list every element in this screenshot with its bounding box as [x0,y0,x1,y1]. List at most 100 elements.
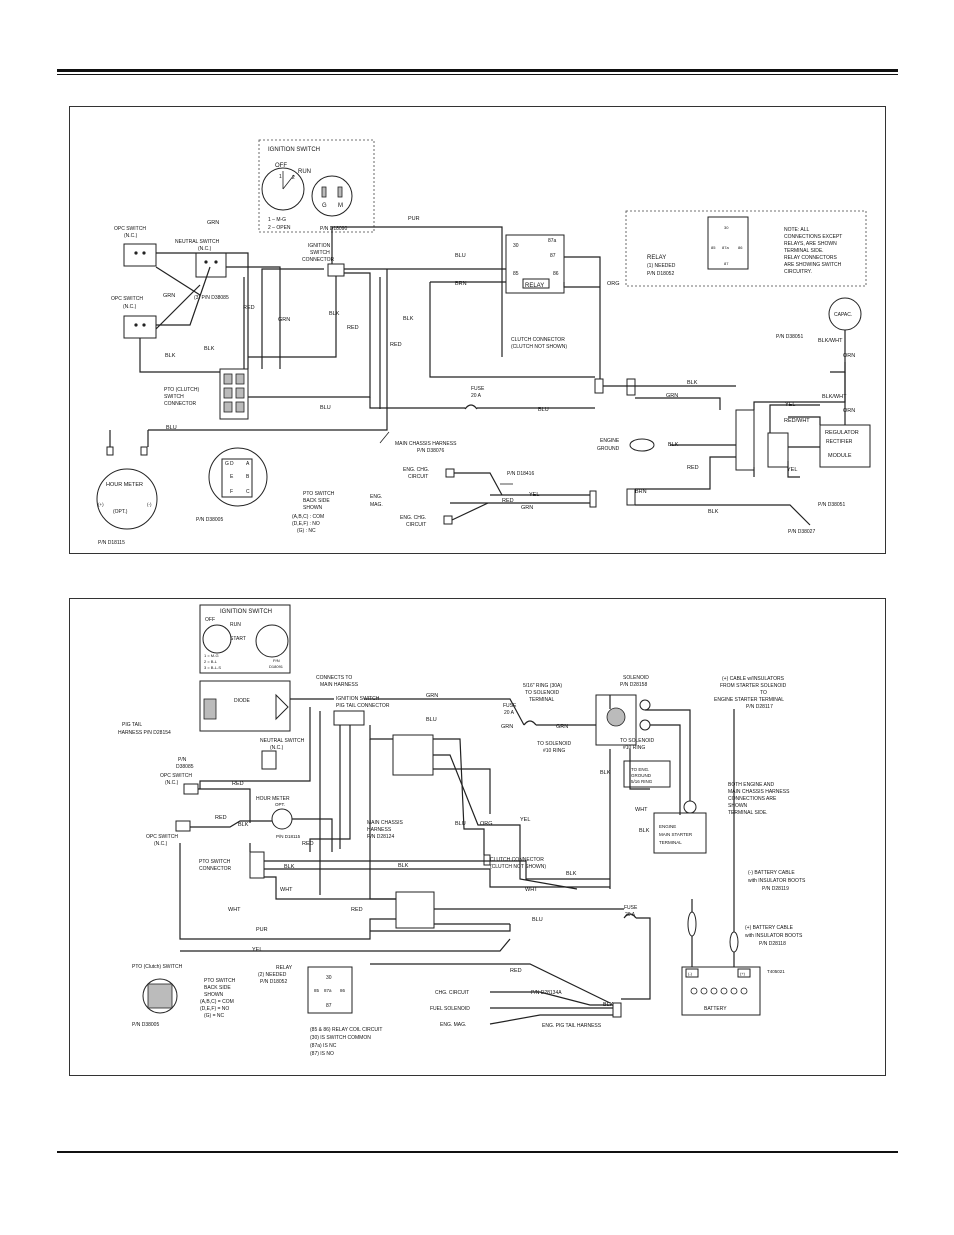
b-fuse2-l2: 20 A [625,912,636,918]
b-ign-title: IGNITION SWITCH [220,609,272,615]
relay-85: 85 [513,271,519,277]
b-ign-pn1: P/N [273,658,280,663]
svg-text:RED: RED [302,841,314,847]
clutch-connector [594,378,604,394]
svg-text:(85 & 86) RELAY COIL CIRCUIT: (85 & 86) RELAY COIL CIRCUIT [310,1027,382,1033]
svg-text:BACK SIDE: BACK SIDE [204,985,231,991]
svg-text:with INSULATOR BOOTS: with INSULATOR BOOTS [745,933,803,939]
b-eng-fuel: FUEL SOLENOID [430,1006,470,1012]
svg-text:BLK: BLK [708,509,719,515]
ignition-connector [327,263,345,277]
svg-text:BLU: BLU [455,253,466,259]
hour-pn: P/N D18115 [98,540,125,546]
relay-87a: 87a [548,238,557,244]
svg-text:GRN: GRN [426,693,438,699]
b-fuse2-l1: FUSE [624,905,638,911]
b-opc-switch-1 [183,783,199,795]
b-fuse1-l2: 20 A [504,710,515,716]
b-solenoid-l1: SOLENOID [623,675,649,681]
svg-text:ORN: ORN [843,353,855,359]
b-fuse-2 [623,913,637,919]
svg-text:(+) CABLE w/INSULATORS: (+) CABLE w/INSULATORS [722,676,785,682]
neutral-line2: (N.C.) [198,246,212,252]
relay-note-87: 87 [724,261,729,266]
regulator-plug [767,432,789,468]
b-relay-t30: 30 [326,975,332,981]
b-pto-title: PTO (Clutch) SWITCH [132,964,183,970]
b-tosol2-l1: TO SOLENOID [620,738,654,744]
pto-a: A [246,461,250,467]
regulator-pn: P/N D38051 [818,502,845,508]
regulator-l1: REGULATOR [825,430,859,436]
b-ign-start: START [230,636,246,642]
relay-30: 30 [513,243,519,249]
relay-note-86: 86 [738,245,743,250]
b-tosol2-l2: #10 RING [623,745,645,751]
main-relay [505,234,565,294]
relay-86: 86 [553,271,559,277]
svg-text:YEL: YEL [520,817,530,823]
svg-text:MAIN CHASSIS HARNESS: MAIN CHASSIS HARNESS [728,789,790,795]
svg-text:WHT: WHT [280,887,293,893]
b-pto-conn-l1: PTO SWITCH [199,859,231,865]
b-eng-mag: ENG. MAG. [440,1022,466,1028]
svg-text:RED: RED [347,325,359,331]
engine-connector-2 [626,488,636,506]
ignition-pn: P/N D18090 [320,226,347,232]
b-relay-t87a: 87a [324,988,332,993]
svg-text:YEL: YEL [252,947,262,953]
b-ign-pn2: D18091 [269,664,284,669]
b-ring-l1: 5/16" RING (30A) [523,683,562,689]
b-clutch-connector [483,854,491,866]
pto-c: C [246,489,250,495]
b-connects-l2: MAIN HARNESS [320,682,359,688]
neutral-switch [195,252,227,278]
b-pigtail-l1: IGNITION SWITCH [336,696,380,702]
ignition-plug [311,175,353,217]
svg-text:BOTH ENGINE AND: BOTH ENGINE AND [728,782,775,788]
svg-text:(30) IS SWITCH COMMON: (30) IS SWITCH COMMON [310,1035,371,1041]
svg-text:P/N D28119: P/N D28119 [762,886,789,892]
svg-text:CIRCUITRY.: CIRCUITRY. [784,269,812,275]
svg-text:TERMINAL SIDE.: TERMINAL SIDE. [784,248,824,254]
svg-text:RELAYS, ARE SHOWN: RELAYS, ARE SHOWN [784,241,837,247]
relay-87: 87 [550,253,556,259]
svg-text:(G) : NC: (G) : NC [297,528,316,534]
svg-text:RED: RED [215,815,227,821]
svg-text:CONNECTIONS ARE: CONNECTIONS ARE [728,796,777,802]
svg-text:BLK: BLK [639,828,650,834]
b-ring-l2: TO SOLENOID [525,690,559,696]
b-relay-t85: 85 [314,988,320,993]
b-ign-run: RUN [230,622,241,628]
b-battery-pos: (+) [740,971,746,976]
b-starter-l2: MAIN STARTER [659,832,693,837]
b-tosol1-l1: TO SOLENOID [537,741,571,747]
relay-note-symbol [707,216,749,270]
pn-d38027: P/N D38027 [788,529,815,535]
b-connects-l1: CONNECTS TO [316,675,352,681]
svg-text:(+) BATTERY CABLE: (+) BATTERY CABLE [745,925,794,931]
svg-text:GRN: GRN [501,724,513,730]
b-relay-l2: (2) NEEDED [258,972,287,978]
b-fuse1-l1: FUSE [503,703,517,709]
bottom-wires [179,695,735,1025]
top-wires [109,226,846,526]
b-pto-connector [249,851,265,879]
bottom-wire-labels: GRN GRN GRN BLU BLU BLU RED RED RED RED … [215,693,650,1008]
relay-note-line3: P/N D18052 [647,271,674,277]
svg-text:BLK/WHT: BLK/WHT [822,394,847,400]
svg-text:BLK/WHT: BLK/WHT [818,338,843,344]
svg-text:BLU: BLU [538,407,549,413]
svg-text:GRN: GRN [163,293,175,299]
relay-note-30: 30 [724,225,729,230]
svg-text:RED: RED [510,968,522,974]
ignition-pos1: 1 [279,174,282,180]
b-ignition-pigtail-connector [333,710,365,726]
pto-legend: PTO SWITCH BACK SIDE SHOWN (A,B,C) : COM… [292,491,335,534]
svg-text:RED: RED [243,305,255,311]
b-hour-meter [271,808,293,830]
top-wire-labels: GRN GRN GRN PUR BLU BLU BLU BLU BRN BRN … [163,216,855,515]
b-pos-cable-label: (+) BATTERY CABLE with INSULATOR BOOTS P… [745,925,803,947]
b-relay-t87: 87 [326,1003,332,1009]
b-relay-1 [392,734,434,776]
